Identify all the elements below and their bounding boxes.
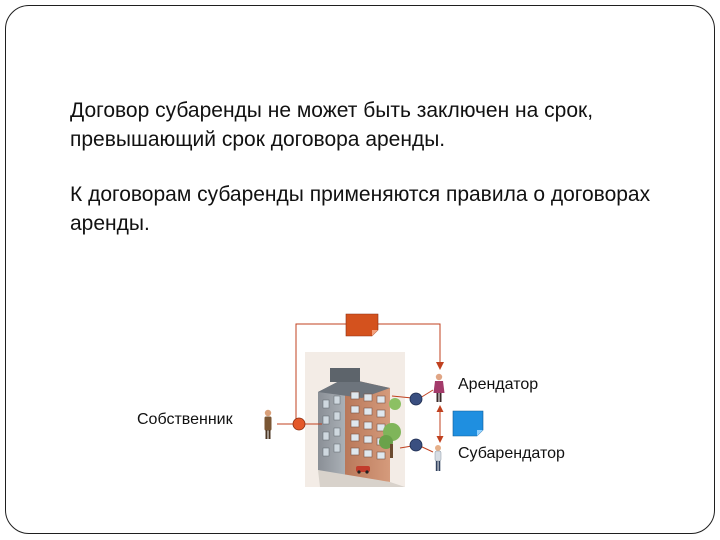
paragraph-term-limit: Договор субаренды не может быть заключен… bbox=[70, 99, 594, 151]
tenant-connection bbox=[391, 389, 434, 399]
contract-document-icon bbox=[345, 313, 379, 337]
subtenant-person-icon bbox=[434, 445, 442, 471]
tenant-label: Арендатор bbox=[458, 376, 539, 393]
subtenant-label: Субарендатор bbox=[458, 445, 565, 462]
owner-node bbox=[292, 417, 306, 431]
owner-label: Собственник bbox=[137, 411, 233, 428]
paragraph-rules-apply: К договорам субаренды применяются правил… bbox=[70, 183, 651, 235]
tenant-subtenant-arrow bbox=[436, 405, 444, 443]
tenant-person-icon bbox=[433, 373, 445, 402]
sublease-document-icon bbox=[452, 410, 484, 437]
subtenant-node bbox=[409, 438, 423, 452]
tenant-node bbox=[409, 392, 423, 406]
building-icon bbox=[318, 368, 405, 487]
owner-person-icon bbox=[264, 409, 272, 439]
